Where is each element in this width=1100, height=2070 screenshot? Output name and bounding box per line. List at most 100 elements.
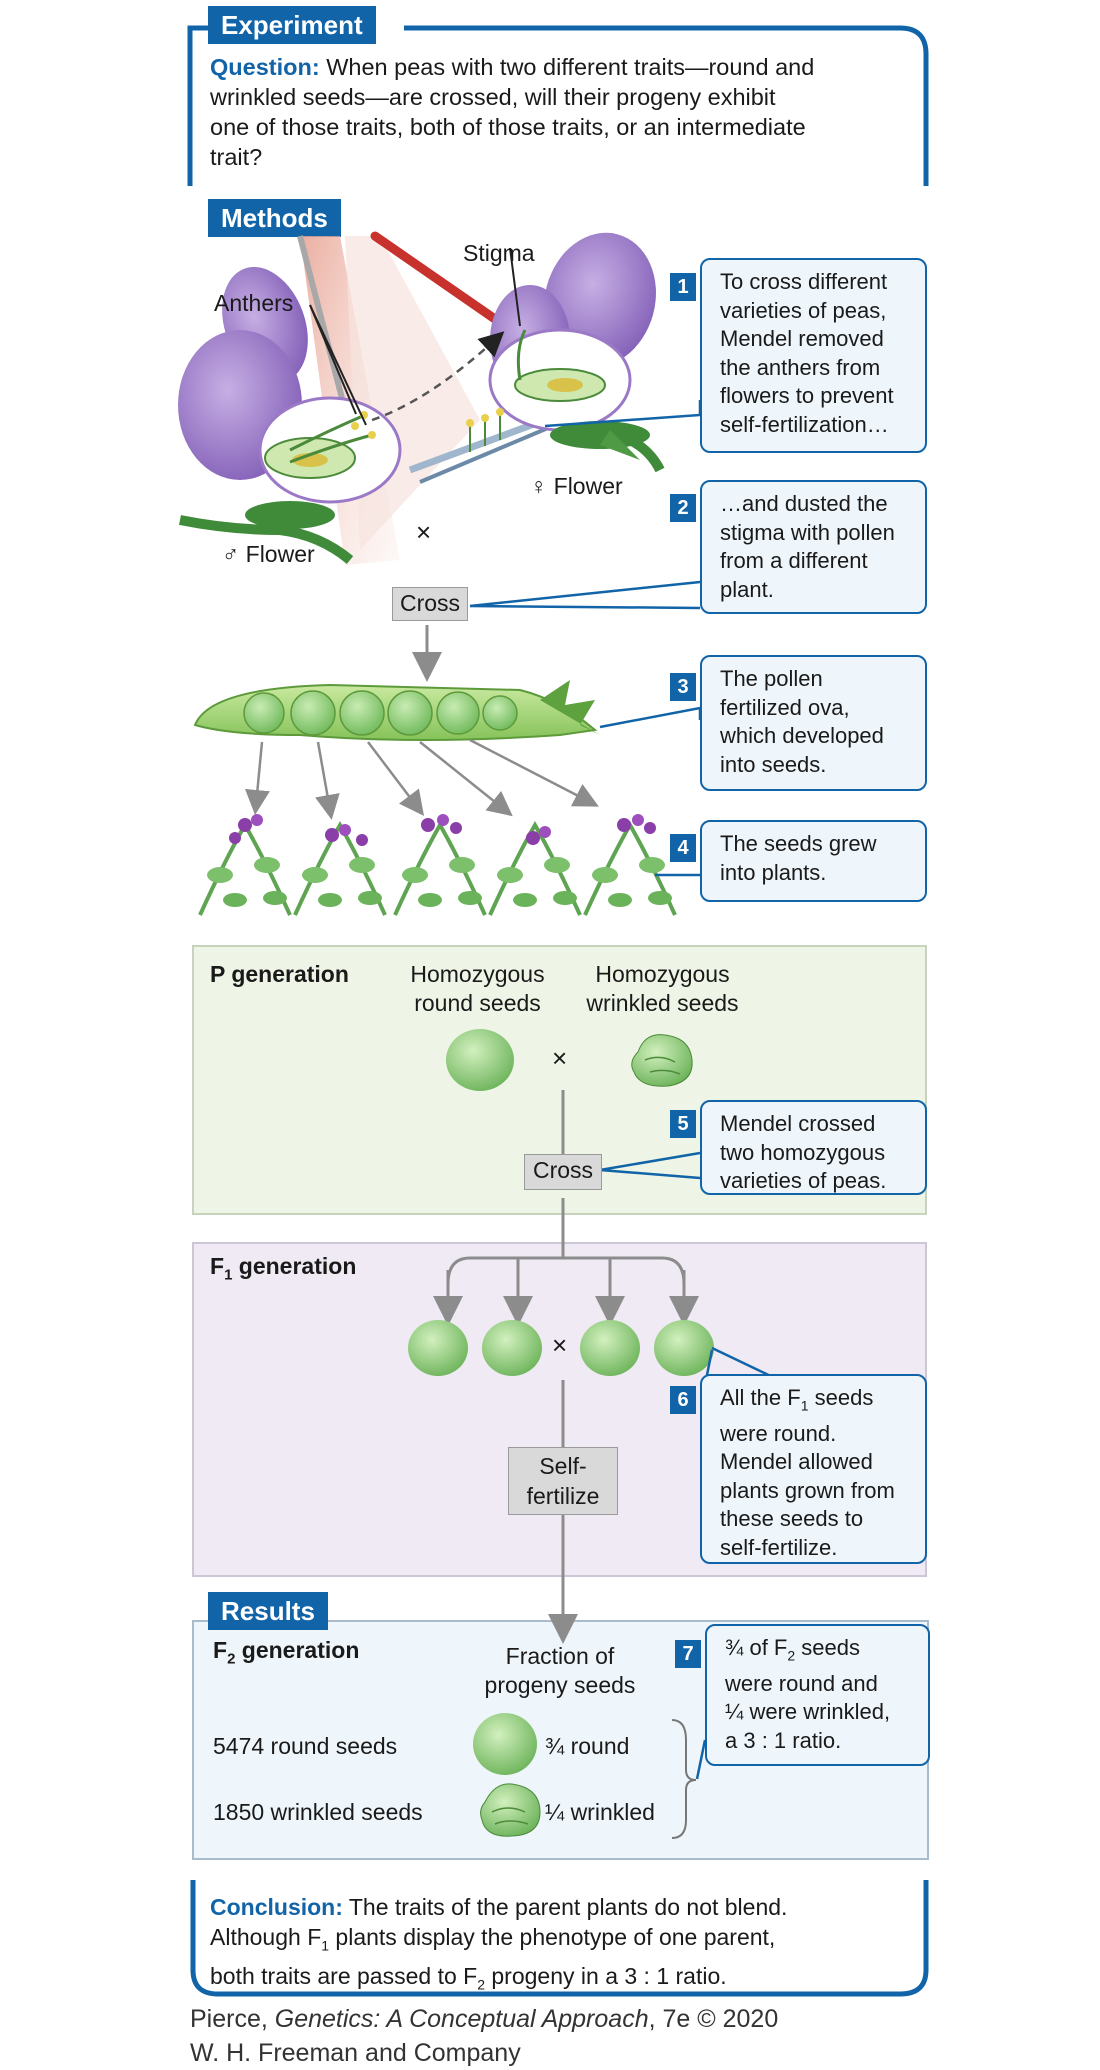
wrinkled-parent-label: Homozygous wrinkled seeds bbox=[570, 960, 755, 1018]
round-parent-label-line-1: Homozygous bbox=[410, 961, 545, 987]
f2-generation-title: F2 generation bbox=[213, 1636, 359, 1674]
step-3-line-3: which developed bbox=[720, 723, 884, 748]
step-7-line-1: ¾ of F2 seeds bbox=[725, 1634, 918, 1670]
question-line-3: one of those traits, both of those trait… bbox=[210, 114, 806, 140]
step-5-line-1: Mendel crossed bbox=[720, 1111, 876, 1136]
step-4-callout: The seeds grew into plants. bbox=[700, 820, 927, 902]
step-2-line-3: from a different bbox=[720, 548, 868, 573]
conclusion-line-3: both traits are passed to F2 progeny in … bbox=[210, 1961, 920, 2000]
wrinkled-parent-label-line-1: Homozygous bbox=[595, 961, 730, 987]
f1-round-seeds bbox=[408, 1320, 714, 1376]
step-3-line-1: The pollen bbox=[720, 666, 823, 691]
step-1-line-1: To cross different bbox=[720, 269, 888, 294]
pod-peas bbox=[243, 690, 518, 736]
step-1-line-2: varieties of peas, bbox=[720, 297, 887, 323]
step-7-line-4: a 3 : 1 ratio. bbox=[725, 1727, 842, 1753]
conclusion-line-3-post: progeny in a 3 : 1 ratio. bbox=[485, 1962, 727, 1989]
pollen-transfer-arrow bbox=[371, 331, 505, 422]
f2-wrinkled-seed bbox=[480, 1783, 541, 1837]
f1-title-main: F bbox=[210, 1253, 225, 1279]
p-generation-title: P generation bbox=[210, 961, 349, 987]
anthers-label: Anthers bbox=[214, 290, 294, 316]
step-2-line-4: plant. bbox=[720, 576, 774, 602]
p-cross-box: Cross bbox=[524, 1154, 602, 1190]
step-1-line-5: flowers to prevent bbox=[720, 383, 894, 408]
step-2-callout: …and dusted the stigma with pollen from … bbox=[700, 480, 927, 614]
methods-cross-symbol: × bbox=[416, 517, 432, 547]
question-label: Question: bbox=[210, 54, 320, 80]
f1-title-rest: generation bbox=[232, 1253, 357, 1279]
callout-7-connector bbox=[695, 1739, 707, 1780]
step-2-number: 2 bbox=[670, 494, 696, 522]
f2-wrinkled-count: 1850 wrinkled seeds bbox=[213, 1799, 423, 1825]
step-6-line-1-sub: 1 bbox=[800, 1397, 809, 1414]
step-7-line-2: were round and bbox=[725, 1670, 878, 1696]
conclusion-frame bbox=[190, 1880, 929, 1997]
question-frame bbox=[187, 25, 929, 186]
conclusion-line-1-text: The traits of the parent plants do not b… bbox=[342, 1894, 788, 1920]
fraction-header-line-1: Fraction of bbox=[505, 1643, 615, 1669]
question-block: Question: When peas with two different t… bbox=[210, 52, 910, 172]
methods-illustration bbox=[178, 231, 702, 916]
conclusion-label: Conclusion: bbox=[210, 1894, 343, 1920]
f2-round-count: 5474 round seeds bbox=[213, 1733, 398, 1759]
fraction-header-line-2: progeny seeds bbox=[484, 1672, 636, 1698]
step-6-line-1: All the F1 seeds bbox=[720, 1384, 915, 1420]
step-7-line-3: ¼ were wrinkled, bbox=[725, 1699, 891, 1725]
step-6-callout: All the F1 seeds were round. Mendel allo… bbox=[700, 1374, 927, 1564]
callout-5-connector-a bbox=[599, 1151, 701, 1172]
anther-leader-2 bbox=[309, 304, 367, 426]
results-header: Results bbox=[208, 1592, 328, 1630]
step-4-line-1: The seeds grew bbox=[720, 831, 877, 856]
stigma-leader bbox=[509, 247, 521, 327]
male-flower-label: ♂ Flower bbox=[222, 541, 315, 567]
f2-title-rest: generation bbox=[235, 1637, 360, 1663]
f2-round-fraction: ¾ round bbox=[545, 1733, 630, 1759]
step-6-line-6: self-fertilize. bbox=[720, 1534, 838, 1560]
conclusion-line-3-pre: both traits are passed to F bbox=[210, 1962, 478, 1989]
step-6-line-1-post: seeds bbox=[808, 1385, 874, 1410]
step-1-line-3: Mendel removed bbox=[720, 326, 884, 351]
pod-to-plants-arrows bbox=[244, 738, 599, 820]
credit-line-1: Pierce, Genetics: A Conceptual Approach,… bbox=[190, 2002, 778, 2036]
step-4-number: 4 bbox=[670, 834, 696, 862]
methods-cross-box: Cross bbox=[392, 587, 468, 621]
step-6-line-2: were round. bbox=[720, 1420, 837, 1446]
question-line-1: When peas with two different traits—roun… bbox=[326, 54, 815, 80]
round-parent-label: Homozygous round seeds bbox=[395, 960, 560, 1018]
step-1-line-6: self-fertilization… bbox=[720, 411, 889, 437]
callout-5-connector-b bbox=[599, 1168, 701, 1180]
conclusion-line-2-sub: 1 bbox=[321, 1937, 330, 1954]
step-6-line-3: Mendel allowed bbox=[720, 1449, 873, 1475]
credit-book-title: Genetics: A Conceptual Approach bbox=[274, 2005, 649, 2033]
f1-generation-title: F1 generation bbox=[210, 1252, 356, 1290]
callout-2-connector-b bbox=[469, 604, 701, 610]
conclusion-line-2-pre: Although F bbox=[210, 1924, 322, 1950]
step-1-callout: To cross different varieties of peas, Me… bbox=[700, 258, 927, 453]
f1-title-sub: 1 bbox=[224, 1266, 233, 1284]
conclusion-line-1: Conclusion: The traits of the parent pla… bbox=[210, 1892, 920, 1922]
step-5-line-3: varieties of peas. bbox=[720, 1168, 887, 1193]
step-3-callout: The pollen fertilized ova, which develop… bbox=[700, 655, 927, 791]
f2-title-main: F bbox=[213, 1637, 228, 1663]
round-parent-label-line-2: round seeds bbox=[414, 990, 541, 1016]
removed-anthers bbox=[466, 408, 504, 452]
step-5-number: 5 bbox=[670, 1110, 696, 1138]
conclusion-line-2-post: plants display the phenotype of one pare… bbox=[329, 1924, 776, 1950]
step-7-line-1-sub: 2 bbox=[787, 1647, 796, 1664]
tweezers-left bbox=[297, 235, 348, 411]
step-3-number: 3 bbox=[670, 673, 696, 701]
selffertilize-line-1: Self- bbox=[539, 1453, 587, 1479]
pea-plants-row bbox=[198, 814, 677, 916]
selffertilize-line-2: fertilize bbox=[526, 1483, 600, 1509]
f1-cross-symbol: × bbox=[552, 1330, 568, 1360]
step-3-line-4: into seeds. bbox=[720, 751, 827, 777]
credit-post: , 7e © 2020 bbox=[648, 2005, 779, 2033]
step-6-number: 6 bbox=[670, 1386, 696, 1414]
p-generation-diagram bbox=[446, 1029, 701, 1240]
f2-wrinkled-fraction: ¼ wrinkled bbox=[545, 1799, 655, 1825]
beam-right bbox=[345, 236, 480, 550]
stigma-label: Stigma bbox=[463, 240, 535, 266]
credit-line-2: W. H. Freeman and Company bbox=[190, 2039, 521, 2067]
